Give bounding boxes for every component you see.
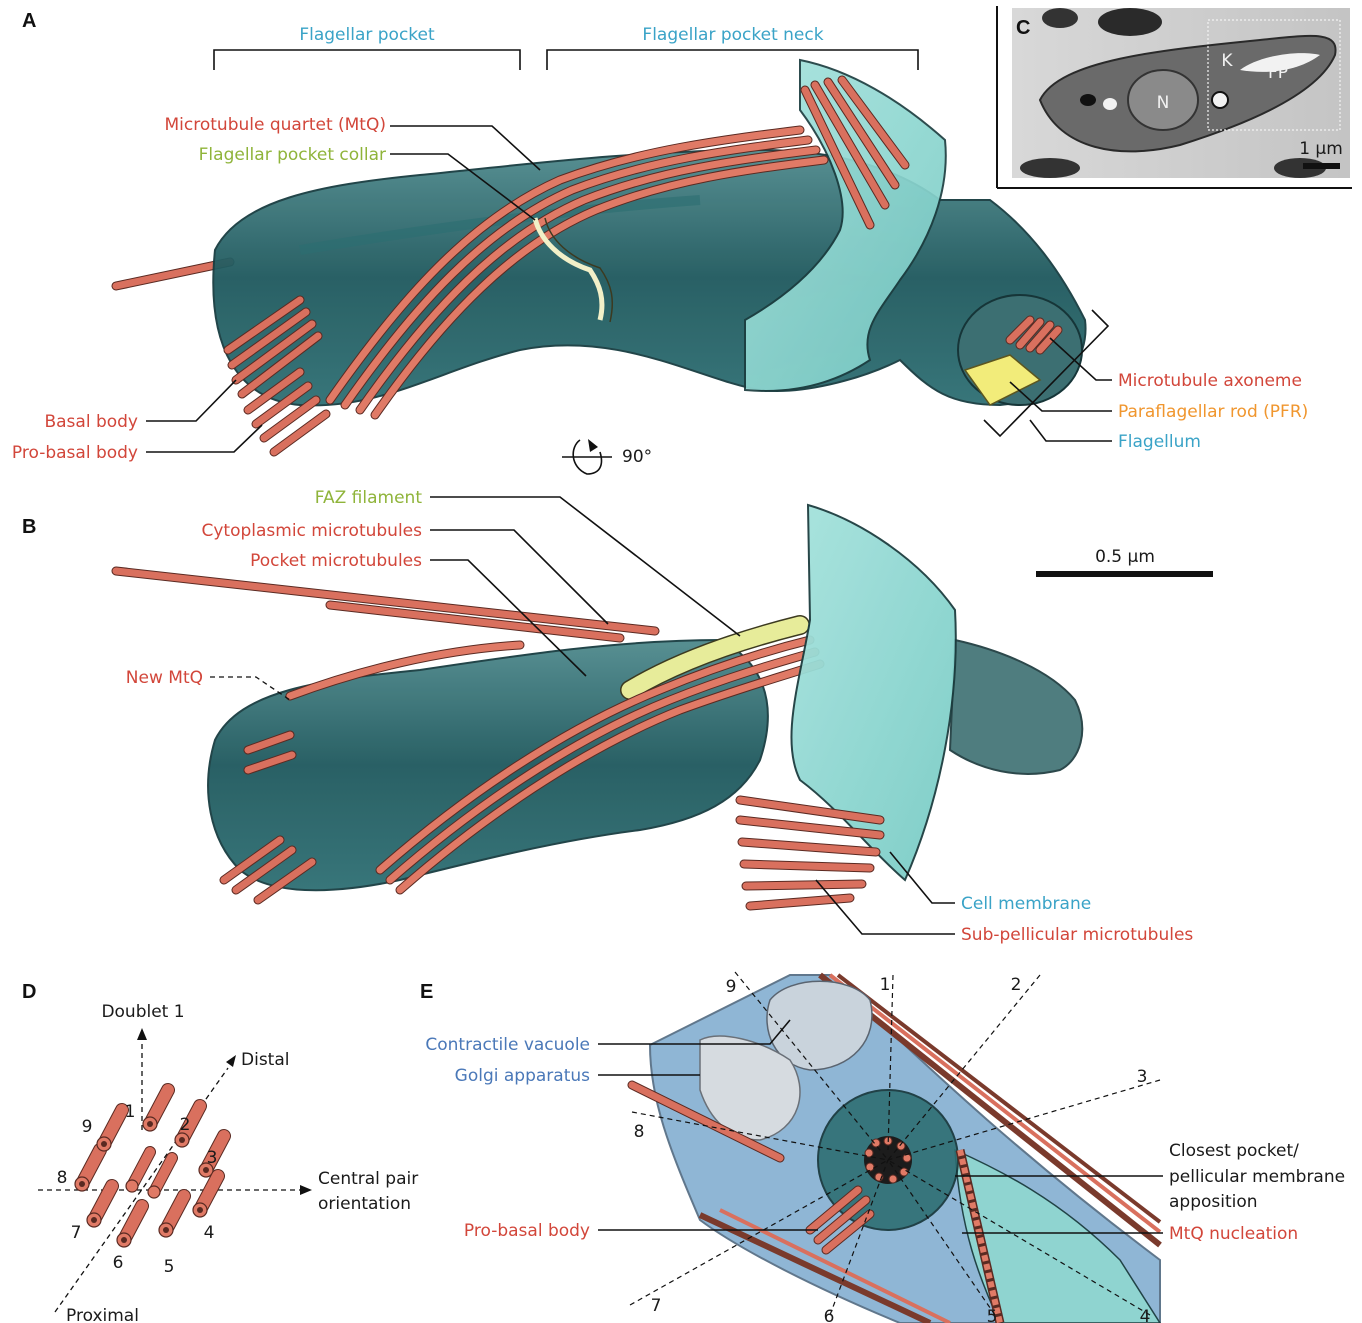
doublet-number-2: 2: [180, 1115, 191, 1135]
panel-a-letter: A: [22, 10, 36, 32]
tem-blob-2: [1042, 8, 1078, 28]
tem-vesicle-1: [1080, 94, 1096, 106]
closest-label-2: pellicular membrane: [1169, 1167, 1345, 1187]
cytoplasmic-microtubule-b: [116, 571, 655, 631]
scale-bar-c-label: 1 µm: [1299, 139, 1343, 159]
flagellum-label-a: Flagellum: [1118, 432, 1201, 452]
panel-d-letter: D: [22, 981, 36, 1003]
doublet-number-3: 3: [207, 1148, 218, 1168]
doublet-number-5: 5: [164, 1257, 175, 1277]
central-pair-axis-arrow: [300, 1185, 312, 1195]
collar-label-a: Flagellar pocket collar: [199, 145, 386, 165]
doublet-number-4: 4: [204, 1223, 215, 1243]
mtq-nucleation-label-e: MtQ nucleation: [1169, 1224, 1298, 1244]
flagellum-b: [950, 640, 1082, 774]
tem-vesicle-2: [1103, 98, 1117, 110]
tem-label-k: K: [1221, 51, 1233, 71]
rotation-label: 90°: [622, 447, 652, 467]
cytoplasmic-label-b: Cytoplasmic microtubules: [201, 521, 422, 541]
closest-label-3: apposition: [1169, 1192, 1258, 1212]
new-mtq-label-b: New MtQ: [126, 668, 203, 688]
panel-e-letter: E: [420, 981, 433, 1003]
pro-basal-body-label-e: Pro-basal body: [464, 1221, 590, 1241]
doublet-number-7: 7: [71, 1223, 82, 1243]
pocket-mt-label-b: Pocket microtubules: [250, 551, 422, 571]
axoneme-label-a: Microtubule axoneme: [1118, 371, 1302, 391]
panel-c-letter: C: [1016, 17, 1030, 39]
triplet-number-3: 3: [1137, 1067, 1148, 1087]
flagellar-pocket-bracket: [214, 50, 520, 70]
cell-membrane-label-b: Cell membrane: [961, 894, 1091, 914]
axoneme-doublets-d: [75, 1090, 224, 1247]
triplet-number-4: 4: [1140, 1307, 1151, 1323]
panel-b-letter: B: [22, 516, 36, 538]
mtq-leader-a: [390, 126, 540, 170]
tem-vesicle-3: [1212, 92, 1228, 108]
contractile-vacuole-label-e: Contractile vacuole: [425, 1035, 590, 1055]
doublet-number-9: 9: [82, 1117, 93, 1137]
golgi-label-e: Golgi apparatus: [455, 1066, 590, 1086]
closest-label-1: Closest pocket/: [1169, 1141, 1299, 1161]
doublet-number-1: 1: [125, 1102, 136, 1122]
subpellicular-microtubules-b: [740, 800, 880, 906]
triplet-number-7: 7: [651, 1296, 662, 1316]
proximal-label: Proximal: [66, 1306, 139, 1323]
mtq-label-a: Microtubule quartet (MtQ): [165, 115, 387, 135]
tem-blob-1: [1098, 8, 1162, 36]
rotation-icon: [562, 439, 612, 474]
triplet-number-8: 8: [634, 1122, 645, 1142]
triplet-number-1: 1: [880, 975, 891, 995]
triplet-number-6: 6: [824, 1307, 835, 1323]
central-pair-label-1: Central pair: [318, 1169, 418, 1189]
triplet-number-5: 5: [987, 1307, 998, 1323]
distal-axis-arrow: [226, 1055, 236, 1067]
triplet-number-2: 2: [1011, 975, 1022, 995]
tem-blob-3: [1020, 158, 1080, 178]
doublet-axis-arrow: [137, 1028, 147, 1040]
pro-basal-body-leader-a: [146, 425, 262, 452]
flagellum-leader-a: [1030, 420, 1112, 441]
flagellar-pocket-neck-bracket: [547, 50, 918, 70]
triplet-number-9: 9: [726, 977, 737, 997]
pfr-label-a: Paraflagellar rod (PFR): [1118, 402, 1308, 422]
faz-label-b: FAZ filament: [315, 488, 423, 508]
central-pair-label-2: orientation: [318, 1194, 411, 1214]
pro-basal-body-label-a: Pro-basal body: [12, 443, 138, 463]
doublet1-label: Doublet 1: [101, 1002, 184, 1022]
tem-label-n: N: [1157, 93, 1170, 113]
subpellicular-label-b: Sub-pellicular microtubules: [961, 925, 1193, 945]
basal-body-label-a: Basal body: [44, 412, 138, 432]
distal-label: Distal: [241, 1050, 289, 1070]
flagellar-pocket-label: Flagellar pocket: [299, 25, 435, 45]
scale-bar-b-label: 0.5 µm: [1095, 547, 1155, 567]
flagellar-pocket-neck-label: Flagellar pocket neck: [642, 25, 823, 45]
doublet-number-8: 8: [57, 1168, 68, 1188]
doublet-number-6: 6: [113, 1253, 124, 1273]
basal-body-leader-a: [146, 380, 236, 421]
tem-label-fp: FP: [1268, 63, 1288, 83]
